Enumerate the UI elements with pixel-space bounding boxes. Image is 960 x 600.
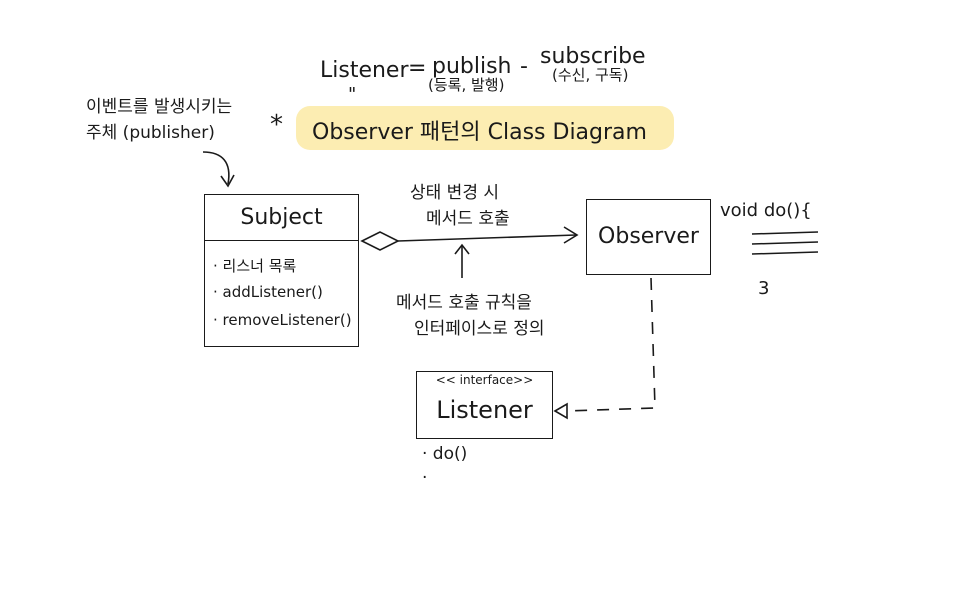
state-change-note-line-2: 메서드 호출 — [426, 209, 510, 229]
publisher-note-line-1: 이벤트를 발생시키는 — [86, 97, 233, 117]
title-star: * — [270, 110, 283, 140]
association-arrowhead — [563, 226, 579, 244]
publisher-pointer-arrow — [202, 151, 230, 185]
observer-class-box: Observer — [586, 199, 711, 275]
code-closing-brace: 3 — [758, 278, 770, 299]
title-highlight — [296, 106, 674, 150]
interface-rule-note-line-2: 인터페이스로 정의 — [414, 319, 545, 339]
publisher-pointer-arrowhead — [220, 174, 235, 188]
note-up-arrowhead — [454, 243, 470, 255]
diagram-title: Observer 패턴의 Class Diagram — [312, 120, 647, 145]
observer-class-title: Observer — [598, 224, 699, 249]
subject-member-listener-list: · 리스너 목록 — [213, 257, 297, 275]
ditto-mark: " — [348, 84, 357, 105]
association-line — [397, 234, 577, 242]
listener-member-empty: · — [422, 468, 428, 488]
formula-dash: - — [520, 54, 528, 79]
interface-rule-note-line-1: 메서드 호출 규칙을 — [396, 293, 532, 313]
subscribe-note: (수신, 구독) — [552, 66, 629, 84]
formula-listener: Listener — [320, 58, 409, 83]
formula-subscribe: subscribe — [540, 44, 646, 69]
aggregation-diamond — [360, 231, 400, 251]
listener-interface-box: << interface>> Listener — [416, 371, 553, 439]
formula-equals: = — [408, 56, 427, 81]
code-signature: void do(){ — [720, 200, 812, 221]
listener-member-do: · do() — [422, 444, 468, 464]
state-change-note-line-1: 상태 변경 시 — [410, 183, 500, 203]
subject-member-remove-listener: · removeListener() — [213, 311, 352, 329]
publisher-note-line-2: 주체 (publisher) — [86, 123, 215, 143]
subject-class-box: Subject · 리스너 목록 · addListener() · remov… — [204, 194, 359, 347]
subject-class-divider — [205, 240, 358, 241]
realization-dashed-line — [565, 277, 656, 412]
code-body-line-3 — [751, 251, 819, 255]
realization-arrowhead — [553, 402, 568, 420]
publish-note: (등록, 발행) — [428, 76, 505, 94]
code-body-line-1 — [751, 231, 819, 235]
subject-member-add-listener: · addListener() — [213, 283, 323, 301]
subject-class-title: Subject — [240, 205, 323, 230]
code-body-line-2 — [751, 241, 819, 245]
listener-interface-title: Listener — [436, 396, 533, 424]
listener-stereotype: << interface>> — [435, 373, 534, 387]
formula-publish: publish — [432, 54, 512, 79]
